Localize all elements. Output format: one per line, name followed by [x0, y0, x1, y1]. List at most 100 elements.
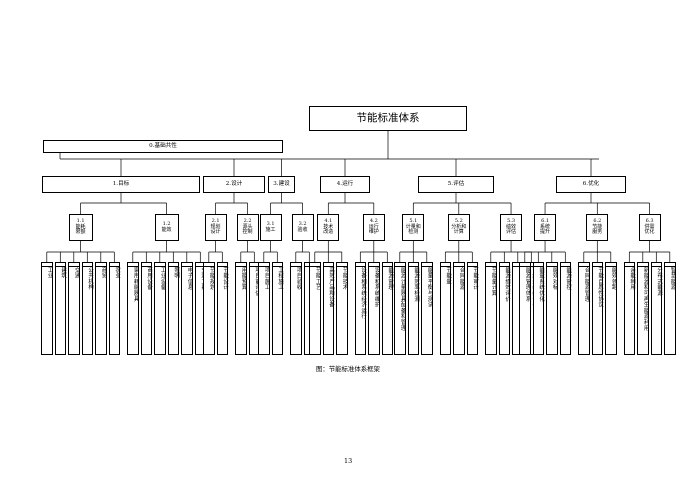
leaf-code-cell	[195, 263, 206, 267]
leaf-code-cell	[82, 263, 93, 267]
leaf-code-cell	[272, 263, 283, 267]
leaf-code-cell	[624, 263, 635, 267]
leaf-standard: 能效对标	[546, 262, 558, 355]
leaf-standard: 能源计量器具配备和管理	[394, 262, 406, 355]
leaf-standard: 设备和系统维护	[368, 262, 380, 355]
leaf-standard: 节能量计算	[485, 262, 497, 355]
leaf-label: 家用耗能器具	[132, 267, 139, 302]
leaf-code-cell	[168, 263, 179, 267]
category-box-3: 3.建设	[268, 176, 295, 193]
leaf-code-cell	[217, 263, 228, 267]
leaf-standard: 新能源和可再生能源利用	[637, 262, 649, 355]
leaf-label: 节能自愿性协议	[597, 267, 604, 308]
leaf-code-cell	[513, 263, 523, 267]
leaf-standard: 公共机构	[81, 262, 94, 355]
leaf-standard: 节能自愿性协议	[591, 262, 604, 355]
leaf-code-cell	[69, 263, 79, 267]
subcategory-box: 4.1 技术 改造	[317, 214, 340, 241]
leaf-label: 新能源和可再生能源利用	[642, 267, 649, 331]
leaf-standard: 商用设备	[140, 262, 153, 355]
leaf-standard: 能源管控	[559, 262, 572, 355]
subcategory-box: 3.1 施工	[259, 214, 282, 241]
leaf-standard: 建筑	[54, 262, 67, 355]
leaf-code-cell	[579, 263, 589, 267]
leaf-code-cell	[526, 263, 537, 267]
leaf-label: 交通	[73, 267, 80, 279]
leaf-label: 建筑	[60, 267, 67, 279]
leaf-code-cell	[369, 263, 379, 267]
leaf-standard: 能源效率检测	[407, 262, 420, 355]
leaf-standard: 照明	[167, 262, 180, 355]
leaf-standard: 农业	[108, 262, 121, 355]
subcategory-box: 2.2 源头 控制	[236, 214, 259, 241]
leaf-label: 项目验收	[295, 267, 302, 291]
basic-common-box: 0.基础共性	[43, 140, 283, 153]
leaf-label: 节能设计	[222, 267, 229, 291]
leaf-label: 公共机构	[87, 267, 94, 291]
leaf-standard: 商贸	[95, 262, 107, 355]
leaf-label: 节能量	[445, 267, 452, 285]
leaf-standard: 合同能源	[453, 262, 465, 355]
leaf-code-cell	[499, 263, 510, 267]
leaf-label: 能效对标	[551, 267, 558, 291]
leaf-code-cell	[236, 263, 246, 267]
subcategory-box: 6.1 系统 提升	[534, 214, 557, 241]
leaf-label: 能源管控	[565, 267, 572, 291]
subcategory-box: 1.2 能效	[154, 214, 179, 241]
subcategory-box: 6.3 供需 优化	[638, 214, 661, 241]
leaf-code-cell	[291, 263, 301, 267]
leaf-label: 项目前评估	[253, 267, 260, 296]
leaf-label: 照明	[173, 267, 180, 279]
leaf-label: 节能量计算	[490, 267, 497, 296]
leaf-label: 高效产品和设备	[328, 267, 335, 308]
leaf-standard: 合同能源管理	[578, 262, 590, 355]
leaf-code-cell	[55, 263, 66, 267]
leaf-code-cell	[638, 263, 648, 267]
leaf-code-cell	[606, 263, 616, 267]
leaf-label: 设备和系统经济运行	[360, 267, 367, 320]
leaf-standard: 高效产品和设备	[322, 262, 335, 355]
leaf-label: 节能规划	[208, 267, 215, 291]
leaf-code-cell	[440, 263, 451, 267]
leaf-code-cell	[204, 263, 214, 267]
leaf-code-cell	[259, 263, 269, 267]
leaf-code-cell	[155, 263, 165, 267]
diagram-title: 节能标准体系	[309, 106, 467, 131]
leaf-standard: 节能技术	[336, 262, 348, 355]
leaf-label: 合同能源管理	[583, 267, 590, 302]
leaf-standard: 能源管理	[381, 262, 394, 355]
leaf-label: 工程施工	[277, 267, 284, 291]
leaf-label: 商用设备	[146, 267, 153, 291]
subcategory-box: 3.2 验收	[291, 214, 314, 241]
leaf-label: 能效领跑	[610, 267, 617, 291]
leaf-standard: 能量平衡与测试	[421, 262, 433, 355]
leaf-code-cell	[337, 263, 347, 267]
leaf-label: 分布式能源	[656, 267, 663, 296]
figure-caption: 图：节能标准体系框架	[316, 365, 380, 373]
leaf-standard: 工程施工	[271, 262, 284, 355]
leaf-label: 商贸	[100, 267, 107, 279]
leaf-code-cell	[547, 263, 557, 267]
leaf-code-cell	[520, 263, 530, 267]
leaf-code-cell	[454, 263, 464, 267]
leaf-label: 能源效率检测	[413, 267, 420, 302]
leaf-label: 能量平衡与测试	[426, 267, 433, 308]
leaf-code-cell	[408, 263, 419, 267]
leaf-label: 项目施工	[263, 267, 270, 291]
category-box-1: 1.目标	[42, 176, 200, 193]
leaf-label: 电子信息	[186, 267, 193, 291]
leaf-code-cell	[109, 263, 120, 267]
subcategory-box: 5.2 分析和 计算	[447, 214, 470, 241]
leaf-code-cell	[141, 263, 152, 267]
leaf-standard: 能源绩效评价	[498, 262, 511, 355]
leaf-label: 节能技术	[341, 267, 348, 291]
leaf-standard: 节能工艺	[309, 262, 321, 355]
leaf-standard: 节能审计	[466, 262, 479, 355]
subcategory-box: 5.1 计量和 检测	[402, 214, 425, 241]
leaf-code-cell	[310, 263, 320, 267]
leaf-standard: 节能量	[439, 262, 452, 355]
subcategory-box: 5.3 绩效 评估	[500, 214, 523, 241]
leaf-code-cell	[560, 263, 571, 267]
leaf-standard: 交通	[68, 262, 80, 355]
